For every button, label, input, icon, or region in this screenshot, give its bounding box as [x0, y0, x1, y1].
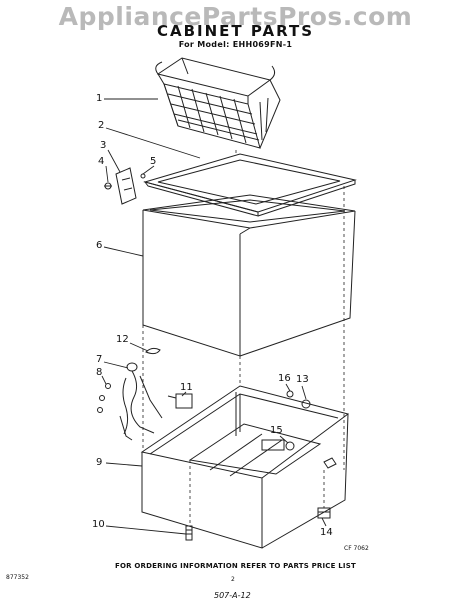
thermostat-wiring-part — [97, 362, 193, 441]
callout-15: 15 — [270, 425, 283, 436]
page-title: CABINET PARTS — [156, 22, 315, 40]
callout-14: 14 — [320, 527, 333, 538]
watermark: AppliancePartsPros.com — [58, 2, 413, 31]
projection-lines — [142, 150, 345, 526]
hinge-parts — [104, 167, 146, 205]
lid-gasket-frame-part — [143, 153, 357, 217]
leveling-leg-part — [185, 525, 193, 541]
callout-6: 6 — [96, 240, 103, 251]
callout-2: 2 — [98, 120, 105, 131]
ordering-note: FOR ORDERING INFORMATION REFER TO PARTS … — [115, 562, 356, 570]
model-line: For Model: EHH069FN-1 — [178, 40, 293, 49]
callout-12: 12 — [116, 334, 129, 345]
callout-4: 4 — [98, 156, 105, 167]
cabinet-base-part — [140, 385, 350, 549]
callout-13: 13 — [296, 374, 309, 385]
callout-8: 8 — [96, 367, 103, 378]
wire-basket-part — [155, 57, 281, 149]
callout-10: 10 — [92, 519, 105, 530]
drawing-code: CF 7062 — [344, 545, 369, 552]
handwritten-mark: 507-A-12 — [214, 591, 251, 600]
cabinet-liner-part — [142, 194, 356, 357]
document-number: 877352 — [6, 574, 29, 581]
callout-16: 16 — [278, 373, 291, 384]
clip-part — [145, 347, 161, 355]
page-number: 2 — [231, 576, 235, 583]
leader-lines — [101, 98, 327, 535]
callout-5: 5 — [150, 156, 157, 167]
callout-3: 3 — [100, 140, 107, 151]
callout-1: 1 — [96, 93, 103, 104]
callout-9: 9 — [96, 457, 103, 468]
callout-7: 7 — [96, 354, 103, 365]
callout-11: 11 — [180, 382, 193, 393]
